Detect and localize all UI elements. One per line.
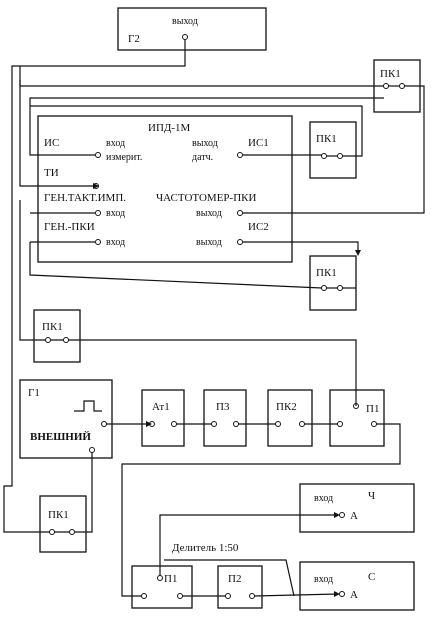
pk1-label-top-right: ПК1 bbox=[380, 68, 401, 80]
p1-label-bottom: П1 bbox=[164, 573, 177, 585]
at1-label: Ат1 bbox=[152, 401, 170, 413]
pk1-ml-terminal-b bbox=[63, 337, 69, 343]
ch-box bbox=[299, 483, 415, 533]
pk1-bl-terminal-a bbox=[49, 529, 55, 535]
g1-box bbox=[19, 379, 113, 459]
pk1-bl-terminal-b bbox=[69, 529, 75, 535]
pk1-ipd-terminal-a bbox=[321, 153, 327, 159]
freq-out-terminal bbox=[237, 210, 243, 216]
ipd-in-terminal bbox=[95, 152, 101, 158]
pk1-tr-terminal-b bbox=[399, 83, 405, 89]
ch-a-terminal bbox=[339, 512, 345, 518]
ipd-is1-label: ИС1 bbox=[248, 137, 269, 149]
is2-label: ИС2 bbox=[248, 221, 269, 233]
g2-out-terminal bbox=[182, 34, 188, 40]
p3-terminal-a bbox=[211, 421, 217, 427]
pk1-box-ipd bbox=[309, 121, 357, 179]
pk2-terminal-b bbox=[299, 421, 305, 427]
ch-in-label: вход bbox=[314, 493, 333, 504]
freq-title: ЧАСТОТОМЕР-ПКИ bbox=[156, 192, 256, 204]
c-in-label: вход bbox=[314, 574, 333, 585]
c-a-terminal bbox=[339, 591, 345, 597]
g2-name: Г2 bbox=[128, 33, 140, 45]
p1-box-bottom bbox=[131, 565, 193, 609]
gen-takt-label: ГЕН.ТАКТ.ИМП. bbox=[44, 192, 126, 204]
p1r-terminal-b bbox=[371, 421, 377, 427]
at1-terminal-b bbox=[171, 421, 177, 427]
pk1-mr-terminal-b bbox=[337, 285, 343, 291]
pk1-label-mid-left: ПК1 bbox=[42, 321, 63, 333]
pk1-box-mid-left bbox=[33, 309, 81, 363]
pulse-icon bbox=[74, 400, 102, 412]
pk1-box-mid-right bbox=[309, 255, 357, 311]
pk1-ipd-terminal-b bbox=[337, 153, 343, 159]
ipd-title: ИПД-1М bbox=[148, 122, 191, 134]
p3-box bbox=[203, 389, 247, 447]
ipd-in-label: вход bbox=[106, 138, 125, 149]
freq-out-label: выход bbox=[196, 208, 222, 219]
g1-out-terminal bbox=[101, 421, 107, 427]
c-a-label: А bbox=[350, 589, 358, 601]
ch-name: Ч bbox=[368, 490, 375, 502]
gen-pki-in-terminal bbox=[95, 239, 101, 245]
pk1-label-ipd: ПК1 bbox=[316, 133, 337, 145]
pk1-mr-terminal-a bbox=[321, 285, 327, 291]
pk1-label-mid-right: ПК1 bbox=[316, 267, 337, 279]
gen-pki-in-label: вход bbox=[106, 237, 125, 248]
ipd-out-label: выход bbox=[192, 138, 218, 149]
pk2-terminal-a bbox=[275, 421, 281, 427]
p1b-terminal-b bbox=[177, 593, 183, 599]
freq-in-terminal bbox=[95, 210, 101, 216]
ipd-box bbox=[37, 115, 293, 263]
p1-label-right: П1 bbox=[366, 403, 379, 415]
ipd-meas-label: измерит. bbox=[106, 152, 142, 163]
at1-box bbox=[141, 389, 185, 447]
c-name: С bbox=[368, 571, 375, 583]
p1b-terminal-a bbox=[141, 593, 147, 599]
gen-pki-out-label: выход bbox=[196, 237, 222, 248]
divider-label: Делитель 1:50 bbox=[172, 542, 239, 554]
pk1-box-bottom-left bbox=[39, 495, 87, 553]
p2-label: П2 bbox=[228, 573, 241, 585]
ch-a-label: А bbox=[350, 510, 358, 522]
p3-terminal-b bbox=[233, 421, 239, 427]
pk2-label: ПК2 bbox=[276, 401, 297, 413]
p1b-terminal-c bbox=[157, 575, 163, 581]
gen-pki-label: ГЕН.-ПКИ bbox=[44, 221, 95, 233]
freq-in-label: вход bbox=[106, 208, 125, 219]
ipd-sensor-label: датч. bbox=[192, 152, 213, 163]
p1-box-right bbox=[329, 389, 385, 447]
pk1-ml-terminal-a bbox=[45, 337, 51, 343]
g1-mode: ВНЕШНИЙ bbox=[30, 431, 91, 443]
p1r-terminal-a bbox=[337, 421, 343, 427]
p2-terminal-b bbox=[249, 593, 255, 599]
g1-ext-terminal bbox=[89, 447, 95, 453]
g2-out-label: выход bbox=[172, 16, 198, 27]
pk1-tr-terminal-a bbox=[383, 83, 389, 89]
g2-box bbox=[117, 7, 267, 51]
pk1-label-bottom-left: ПК1 bbox=[48, 509, 69, 521]
g1-name: Г1 bbox=[28, 387, 40, 399]
ipd-out-terminal bbox=[237, 152, 243, 158]
ipd-is-label: ИС bbox=[44, 137, 59, 149]
p3-label: П3 bbox=[216, 401, 230, 413]
p2-box bbox=[217, 565, 263, 609]
ti-label: ТИ bbox=[44, 167, 59, 179]
pk2-box bbox=[267, 389, 313, 447]
c-box bbox=[299, 561, 415, 611]
gen-pki-out-terminal bbox=[237, 239, 243, 245]
p2-terminal-a bbox=[225, 593, 231, 599]
